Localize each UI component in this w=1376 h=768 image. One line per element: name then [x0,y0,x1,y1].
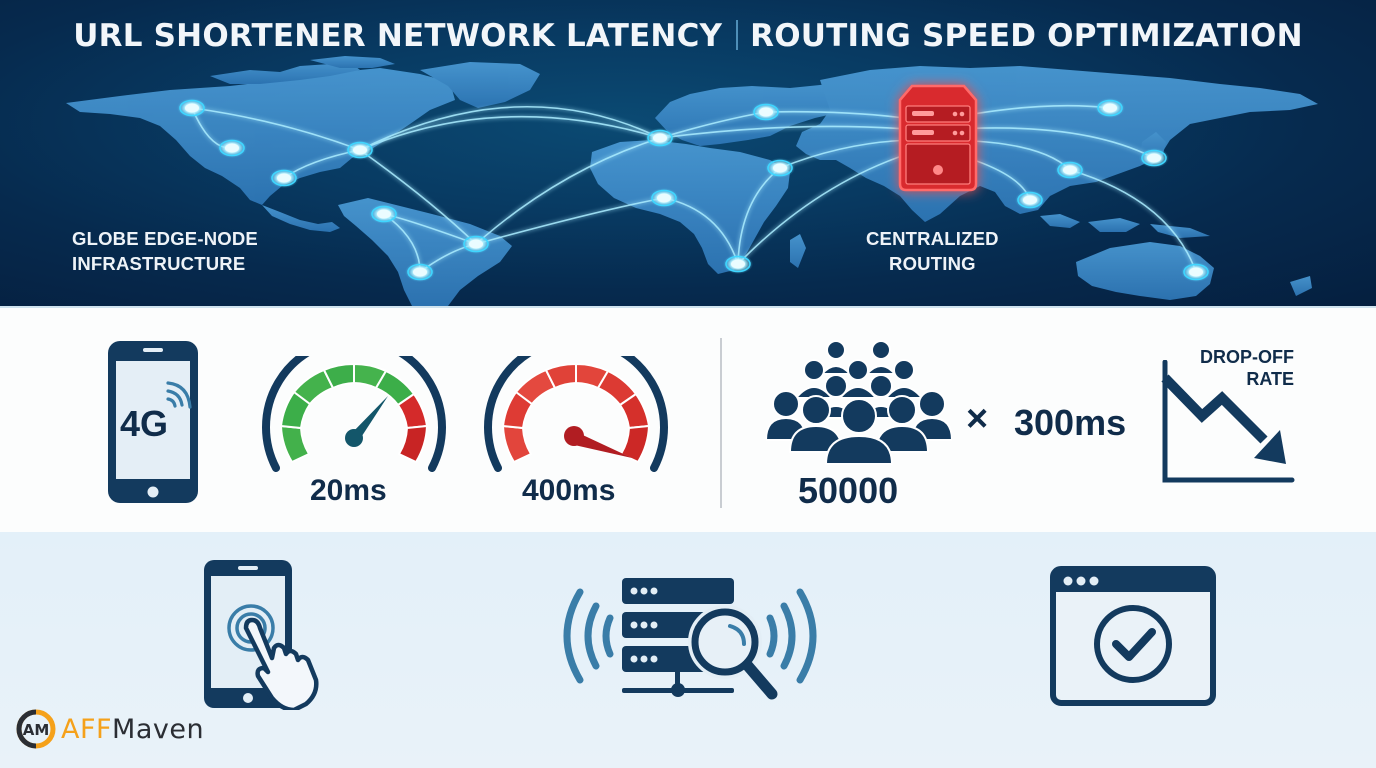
logo-mark-icon: AM [16,709,56,749]
slow-latency-value: 400ms [522,474,616,507]
brand-logo: AM AFFMaven [16,709,204,749]
section-divider [720,338,722,508]
multiply-symbol: × [966,398,989,440]
users-crowd-icon [766,340,952,466]
delay-value: 300ms [1014,402,1127,443]
edge-node-label: GLOBE EDGE-NODE INFRASTRUCTURE [72,226,258,276]
edge-node-label-line1: GLOBE EDGE-NODE [72,228,258,249]
browser-check-icon [1050,566,1216,706]
fast-speed-gauge: 20ms [254,356,454,507]
network-type-label: 4G [120,403,169,444]
dropoff-label: DROP-OFF RATE [1186,346,1294,390]
edge-nodes [177,98,1211,282]
world-map-illustration [66,56,1318,306]
logo-aff: AFF [61,713,113,745]
users-count: 50000 [798,470,899,511]
slow-speed-gauge: 400ms [476,356,676,507]
dropoff-chart-icon [1160,360,1296,486]
tap-phone-icon [202,558,332,710]
fast-latency-value: 20ms [310,474,387,507]
page-title: URL SHORTENER NETWORK LATENCY ROUTING SPE… [0,18,1376,54]
server-search-icon [560,574,820,714]
edge-node-label-line2: INFRASTRUCTURE [72,253,246,274]
title-right: ROUTING SPEED OPTIMIZATION [750,18,1303,54]
dropoff-label-line1: DROP-OFF [1200,347,1294,367]
metrics-band [0,306,1376,532]
title-divider [736,20,739,50]
svg-text:AM: AM [23,721,50,739]
centralized-label-line2: ROUTING [889,253,976,274]
phone-4g-icon: 4G [106,339,200,505]
centralized-routing-label: CENTRALIZED ROUTING [866,226,999,276]
dropoff-label-line2: RATE [1246,369,1294,389]
central-server-icon [898,84,978,192]
logo-maven: Maven [112,713,205,745]
centralized-label-line1: CENTRALIZED [866,228,999,249]
title-left: URL SHORTENER NETWORK LATENCY [73,18,723,54]
hero-map-banner: URL SHORTENER NETWORK LATENCY ROUTING SPE… [0,0,1376,306]
logo-wordmark: AFFMaven [61,714,204,745]
